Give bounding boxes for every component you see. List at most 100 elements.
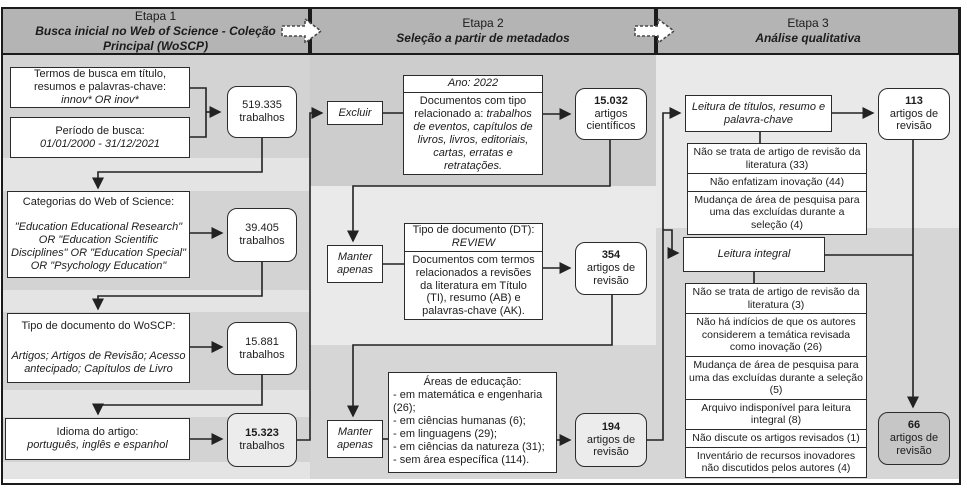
review-title: Tipo de documento (DT): REVIEW <box>405 223 542 252</box>
result-15323: 15.323 trabalhos <box>227 413 297 467</box>
result-number: 194 <box>601 420 621 433</box>
exclusion-item: Mudança de área de pesquisa para uma das… <box>688 190 866 234</box>
result-194: 194 artigos de revisão <box>575 413 647 467</box>
manter-label: Manter apenas <box>336 251 374 276</box>
result-unit: revisão <box>593 274 629 287</box>
excluir-label: Excluir <box>338 106 372 119</box>
exclusion-stack-1: Não se trata de artigo de revisão da lit… <box>687 143 867 235</box>
areas-item: - em ciências da natureza (31); <box>393 440 545 453</box>
result-unit: revisão <box>593 446 629 459</box>
review-body: Documentos com termos relacionados a rev… <box>412 253 535 318</box>
box-leitura-titulos: Leitura de títulos, resumo e palavra-cha… <box>685 95 832 132</box>
result-15032: 15.032 artigos científicos <box>575 88 647 140</box>
exclusion-item: Não há indícios de que os autores consid… <box>686 313 866 356</box>
result-number: 519.335 <box>242 99 282 112</box>
review-title-line2: REVIEW <box>451 236 496 249</box>
exclusion-item: Não discute os artigos revisados (1) <box>686 428 866 447</box>
ano-body-italic: trabalhos de eventos, capítulos de livro… <box>413 108 533 172</box>
result-15881: 15.881 trabalhos <box>227 322 297 375</box>
stage-label: Etapa 2 <box>462 16 504 30</box>
review-title-line1: Tipo de documento (DT): <box>412 223 535 236</box>
areas-item: - em matemática e engenharia (26); <box>393 388 543 414</box>
stage-subtitle: Análise qualitativa <box>755 31 861 45</box>
box-idioma-artigo: Idioma do artigo: português, inglês e es… <box>5 418 190 460</box>
result-number: 15.323 <box>245 427 279 440</box>
areas-item: - em ciências humanas (6); <box>393 414 526 427</box>
result-354: 354 artigos de revisão <box>575 242 647 295</box>
result-unit: científicos <box>586 120 636 133</box>
stage-subtitle: Busca inicial no Web of Science - Coleçã… <box>35 23 276 53</box>
box-manter-apenas-2: Manter apenas <box>327 420 383 458</box>
leitura-integral-label: Leitura integral <box>717 248 791 261</box>
dashed-arrow-icon <box>634 17 676 45</box>
stage-label: Etapa 1 <box>134 8 177 23</box>
result-66: 66 artigos de revisão <box>878 412 950 465</box>
result-number: 66 <box>907 419 921 432</box>
result-number: 15.881 <box>245 335 279 348</box>
termos-line1: Termos de busca em título, <box>33 68 167 81</box>
areas-item: - sem área específica (114). <box>393 453 530 466</box>
box-areas-educacao: Áreas de educação: - em matemática e eng… <box>388 372 557 473</box>
result-unit: revisão <box>896 120 932 133</box>
areas-items: - em matemática e engenharia (26); - em … <box>393 389 552 467</box>
result-unit: artigos de <box>586 262 636 275</box>
result-unit: trabalhos <box>239 348 285 361</box>
box-manter-apenas-1: Manter apenas <box>327 245 383 283</box>
result-113: 113 artigos de revisão <box>878 88 950 140</box>
bg-left-gap-1 <box>3 158 310 191</box>
result-unit: revisão <box>896 444 932 457</box>
box-termos-busca: Termos de busca em título, resumos e pal… <box>10 67 190 108</box>
stage-header-etapa1: Etapa 1 Busca inicial no Web of Science … <box>1 7 310 55</box>
result-unit: artigos de <box>889 432 939 445</box>
exclusion-item: Não enfatizam inovação (44) <box>688 173 866 191</box>
periodo-range: 01/01/2000 - 31/12/2021 <box>40 137 160 150</box>
result-519335: 519.335 trabalhos <box>227 86 297 138</box>
categorias-title: Categorias do Web of Science: <box>22 196 175 208</box>
ano-body-regular: Documentos com tipo relacionado a: <box>414 95 527 121</box>
box-ano-2022: Ano: 2022 Documentos com tipo relacionad… <box>403 75 543 175</box>
idioma-body: português, inglês e espanhol <box>27 439 168 451</box>
box-periodo-busca: Período de busca: 01/01/2000 - 31/12/202… <box>10 117 190 158</box>
stage-subtitle: Seleção a partir de metadados <box>396 31 570 45</box>
tipo-title: Tipo de documento do WoSCP: <box>21 320 176 332</box>
ano-title: Ano: 2022 <box>404 75 542 94</box>
leitura-titulos-label: Leitura de títulos, resumo e palavra-cha… <box>691 100 826 126</box>
result-number: 113 <box>905 94 923 107</box>
result-unit: artigos de <box>889 107 939 120</box>
exclusion-item: Inventário de recursos inovadores não di… <box>686 446 866 477</box>
bg-left-gap-3 <box>3 390 310 417</box>
areas-item: - em linguagens (29); <box>393 427 497 440</box>
periodo-title: Período de busca: <box>55 124 145 137</box>
areas-title: Áreas de educação: <box>423 376 522 388</box>
idioma-title: Idioma do artigo: <box>56 426 139 439</box>
categorias-body: "Education Educational Research" OR "Edu… <box>11 221 186 273</box>
stage-header-etapa2: Etapa 2 Seleção a partir de metadados <box>310 7 656 55</box>
result-39405: 39.405 trabalhos <box>227 208 297 262</box>
result-unit: trabalhos <box>239 112 285 124</box>
exclusion-item: Não se trata de artigo de revisão da lit… <box>693 146 861 171</box>
result-number: 39.405 <box>245 222 279 235</box>
box-tipo-dt-review: Tipo de documento (DT): REVIEW Documento… <box>404 223 543 320</box>
termos-line2: resumos e palavras-chave: <box>33 81 167 94</box>
box-categorias-wos: Categorias do Web of Science: "Education… <box>7 191 190 278</box>
exclusion-item: Arquivo indisponível para leitura integr… <box>686 398 866 429</box>
result-unit: artigos <box>594 107 628 120</box>
exclusion-item: Não se trata de artigo de revisão da lit… <box>692 286 860 311</box>
ano-body: Documentos com tipo relacionado a: traba… <box>404 93 542 175</box>
box-leitura-integral: Leitura integral <box>683 237 825 272</box>
exclusion-item: Mudança de área de pesquisa para uma das… <box>686 355 866 399</box>
tipo-body: Artigos; Artigos de Revisão; Acesso ante… <box>11 350 186 376</box>
box-excluir: Excluir <box>327 101 383 125</box>
result-unit: trabalhos <box>239 440 285 452</box>
exclusion-stack-2: Não se trata de artigo de revisão da lit… <box>685 283 867 478</box>
result-unit: artigos de <box>586 433 636 446</box>
result-number: 15.032 <box>594 94 628 107</box>
box-tipo-documento-woscp: Tipo de documento do WoSCP: Artigos; Art… <box>7 313 190 383</box>
result-unit: trabalhos <box>239 235 285 247</box>
result-number: 354 <box>601 249 621 262</box>
termos-query: innov* OR inov* <box>61 93 139 106</box>
stage-header-etapa3: Etapa 3 Análise qualitativa <box>656 7 960 55</box>
manter-label: Manter apenas <box>336 426 374 451</box>
